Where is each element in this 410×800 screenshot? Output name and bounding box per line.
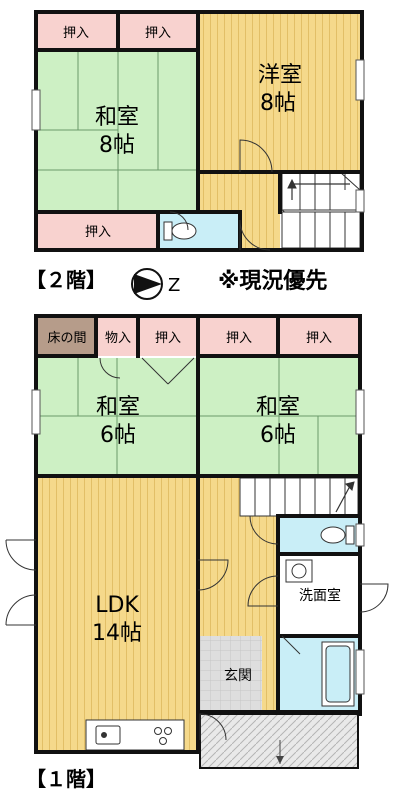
floor1-walls [34,314,362,754]
floor1-oshiire-c-label: 押入 [306,331,332,346]
floor1-ldk-area [38,478,196,750]
floor2-labels: 押入 押入 押入 和室 8帖 洋室 8帖 [63,26,302,240]
floor1-step-area [262,636,278,712]
floor2-washitsu-name: 和室 [95,105,139,130]
floor1-oshiire-b-label: 押入 [226,331,252,346]
floor1-title: 【１階】 [26,767,106,791]
floor1-windows [31,389,365,695]
floor1-senmen-label: 洗面室 [299,587,341,604]
floor1-washitsu-right-name: 和室 [256,395,300,420]
floor2-hall-area [200,172,280,212]
floor1-sink-icon [285,559,313,583]
floor2-closet-tl-area [38,14,118,50]
floor2-youshitsu-name: 洋室 [258,63,302,88]
floor2-windows [31,59,365,213]
floor2-toilet-icon [163,221,197,241]
floor2-washitsu-size: 8帖 [99,133,135,158]
floor2-hall-lower [240,212,280,250]
floor1-genkan-label: 玄関 [224,667,252,684]
floor1-genkan-area [200,636,262,712]
floor2-closet-tl-label: 押入 [63,26,89,41]
floor2-plan [31,10,365,252]
floor1-stairs [239,477,359,517]
floor2-closet-tr-area [120,14,198,50]
floor1-washitsu-left-size: 6帖 [100,423,136,448]
floor1-oshiire-a-label: 押入 [155,331,181,346]
floor2-tatami-lines [38,50,198,210]
floor1-oshiire-c-area [280,318,358,356]
status-note: ※現況優先 [218,269,327,294]
floor1-washitsu-left-name: 和室 [96,395,140,420]
floor1-ldk-size: 14帖 [92,621,142,646]
floor2-youshitsu-area [200,14,360,172]
floor1-toilet-icon [320,525,355,545]
floor1-monoire-area [98,318,138,356]
floor1-plan [5,314,389,769]
floor2-walls [34,10,364,252]
floor1-bathtub-icon [321,641,355,707]
floor1-tokonoma-area [38,318,96,356]
floor1-oshiire-a-area [140,318,196,356]
floor1-washitsu-right-size: 6帖 [260,423,296,448]
floor1-kitchen-counter [85,719,185,751]
floor2-doors [169,139,273,251]
floor1-ldk-name: LDK [95,593,139,618]
floor2-closet-tr-label: 押入 [145,26,171,41]
floor1-labels: 床の間 物入 押入 押入 押入 和室 6帖 和室 6帖 LDK 14帖 洗面室 … [47,331,341,684]
compass-icon: Z [131,268,180,300]
floor1-porch-rail [199,713,359,769]
floor2-closet-bottom-area [38,212,158,248]
floor2-title: 【２階】 [26,268,106,292]
floor2-youshitsu-size: 8帖 [260,91,296,116]
compass-letter: Z [168,275,180,296]
floor2-stairs [281,171,361,249]
floor1-oshiire-b-area [200,318,278,356]
floor2-closet-bottom-label: 押入 [85,225,111,240]
floor1-doors [5,357,389,741]
floor1-monoire-label: 物入 [105,331,131,346]
floor1-tokonoma-label: 床の間 [47,331,86,346]
